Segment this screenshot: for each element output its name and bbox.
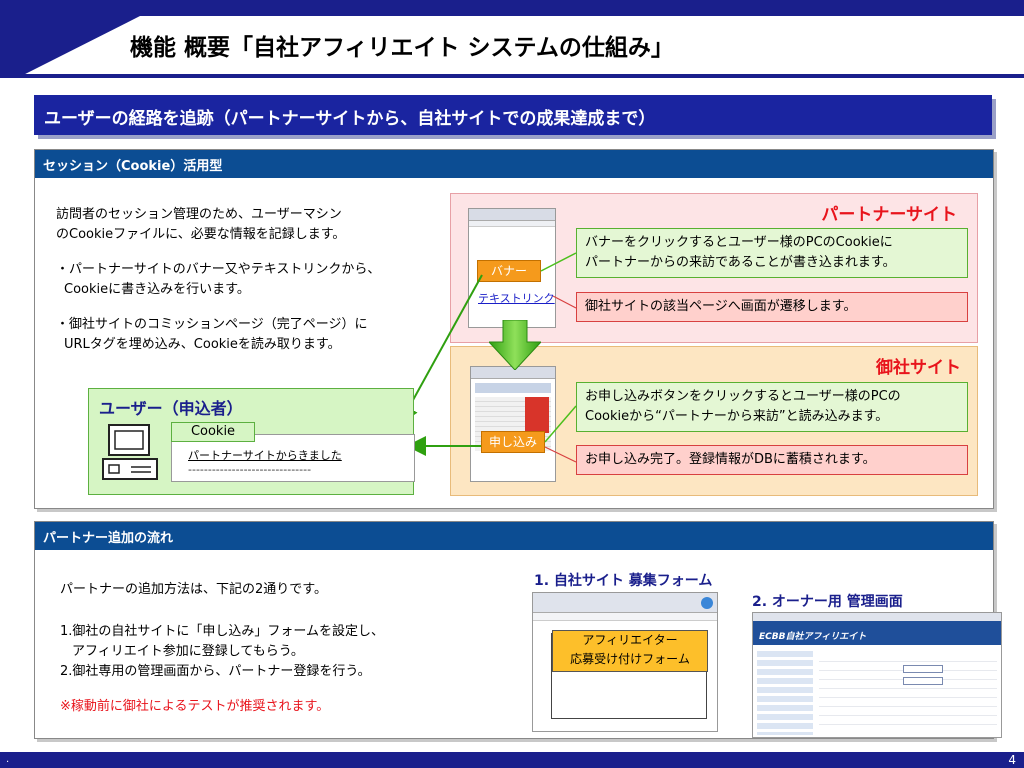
banner-text: ユーザーの経路を追跡（パートナーサイトから、自社サイトでの成果達成まで）: [44, 109, 656, 129]
session-intro-line: 訪問者のセッション管理のため、ユーザーマシン: [56, 207, 342, 222]
note-line: Cookieから“パートナーから来訪”と読み込みます。: [585, 409, 889, 424]
session-intro-line: のCookieファイルに、必要な情報を記録します。: [56, 227, 346, 242]
form-box-line: 応募受け付けフォーム: [570, 652, 690, 666]
session-heading: セッション（Cookie）活用型: [43, 159, 223, 174]
computer-icon: [102, 424, 158, 480]
user-box: ユーザー（申込者） パートナーサイトからきました ---------------…: [88, 388, 415, 495]
admin-title: 2. オーナー用 管理画面: [752, 594, 903, 610]
partner-red-note: 御社サイトの該当ページへ画面が遷移します。: [576, 292, 968, 322]
page-title: 機能 概要「自社アフィリエイト システムの仕組み」: [130, 35, 674, 61]
session-bullet-line: ・パートナーサイトのバナー又やテキストリンクから、: [56, 262, 381, 277]
item-line: アフィリエイト参加に登録してもらう。: [72, 644, 304, 659]
form-box-line: アフィリエイター: [582, 633, 678, 647]
partner-add-item-1: 1.御社の自社サイトに「申し込み」フォームを設定し、 アフィリエイト参加に登録し…: [60, 622, 384, 662]
note-line: バナーをクリックするとユーザー様のPCのCookieに: [585, 235, 893, 250]
note-line: お申し込みボタンをクリックするとユーザー様のPCの: [585, 389, 901, 404]
session-panel-header: セッション（Cookie）活用型: [35, 150, 993, 178]
admin-browser-thumbnail: ECBB自社アフィリエイト: [752, 612, 1002, 738]
header-rule: [0, 74, 1024, 78]
partner-add-item-2: 2.御社専用の管理画面から、パートナー登録を行う。: [60, 664, 371, 679]
header-background: [0, 16, 1024, 74]
section-banner: ユーザーの経路を追跡（パートナーサイトから、自社サイトでの成果達成まで）: [34, 95, 992, 135]
session-bullet-line: URLタグを埋め込み、Cookieを読み取ります。: [64, 337, 341, 352]
own-green-note: お申し込みボタンをクリックするとユーザー様のPCの Cookieから“パートナー…: [576, 382, 968, 432]
own-red-note: お申し込み完了。登録情報がDBに蓄積されます。: [576, 445, 968, 475]
own-site-label: 御社サイト: [876, 358, 961, 378]
note-line: パートナーからの来訪であることが書き込まれます。: [585, 255, 896, 270]
partner-add-panel-header: パートナー追加の流れ: [35, 522, 993, 550]
session-bullet-2: ・御社サイトのコミッションページ（完了ページ）に URLタグを埋め込み、Cook…: [56, 315, 367, 355]
text-link[interactable]: テキストリンク: [478, 292, 555, 305]
admin-logo: ECBB自社アフィリエイト: [759, 632, 867, 642]
header-top-bar: [0, 0, 1024, 16]
partner-green-note: バナーをクリックするとユーザー様のPCのCookieに パートナーからの来訪であ…: [576, 228, 968, 278]
session-bullet-line: ・御社サイトのコミッションページ（完了ページ）に: [56, 317, 368, 332]
banner-tag[interactable]: バナー: [477, 260, 541, 282]
cookie-dashes: -------------------------------: [188, 463, 312, 476]
page-number: 4: [1008, 753, 1016, 767]
partner-add-intro: パートナーの追加方法は、下記の2通りです。: [60, 582, 327, 597]
session-bullet-line: Cookieに書き込みを行います。: [64, 282, 250, 297]
session-bullet-1: ・パートナーサイトのバナー又やテキストリンクから、 Cookieに書き込みを行い…: [56, 260, 380, 300]
cookie-label: Cookie: [171, 422, 255, 442]
footer-bar: [0, 752, 1024, 768]
own-browser-thumbnail: [470, 366, 556, 482]
test-warning: ※稼動前に御社によるテストが推奨されます。: [60, 699, 330, 714]
cookie-file: パートナーサイトからきました -------------------------…: [171, 434, 415, 482]
session-intro: 訪問者のセッション管理のため、ユーザーマシン のCookieファイルに、必要な情…: [56, 205, 345, 245]
down-arrow-icon: [489, 320, 541, 370]
form-title: 1. 自社サイト 募集フォーム: [534, 573, 713, 589]
apply-tag[interactable]: 申し込み: [481, 431, 545, 453]
partner-add-heading: パートナー追加の流れ: [43, 531, 174, 546]
footer-mark: .: [6, 754, 10, 765]
user-title: ユーザー（申込者）: [99, 399, 243, 418]
browser-toolbar: [471, 367, 555, 379]
cookie-text: パートナーサイトからきました: [188, 449, 342, 462]
item-line: 1.御社の自社サイトに「申し込み」フォームを設定し、: [60, 624, 385, 639]
affiliate-form-box[interactable]: アフィリエイター 応募受け付けフォーム: [552, 630, 708, 672]
browser-toolbar: [469, 209, 555, 221]
partner-site-label: パートナーサイト: [821, 205, 957, 225]
